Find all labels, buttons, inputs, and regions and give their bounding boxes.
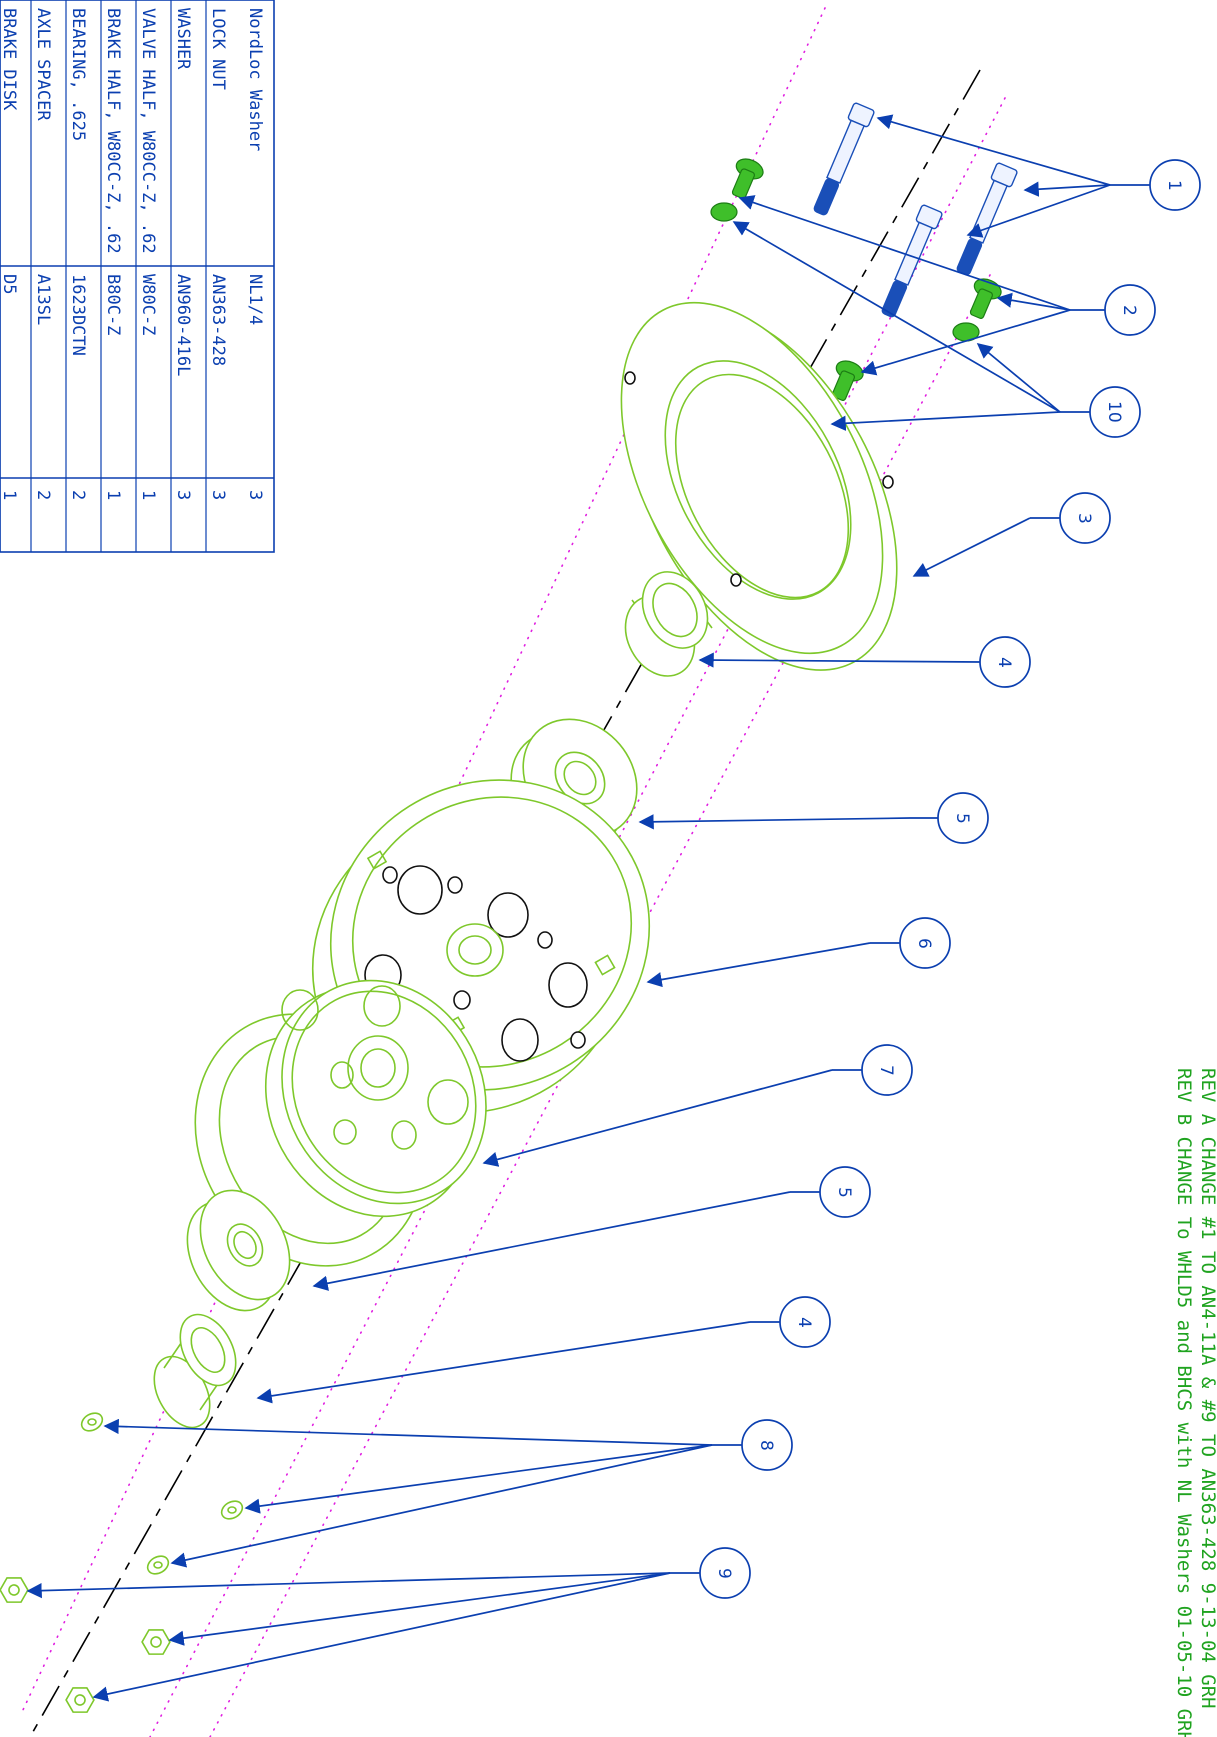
item-balloon-8: 8 <box>741 1419 793 1471</box>
bom-row-quantity: 1 <box>0 490 19 500</box>
lock-nut-part <box>0 1577 29 1603</box>
item-balloon-1: 1 <box>1149 159 1201 211</box>
leader-line <box>860 309 1071 376</box>
balloon-number: 6 <box>914 938 934 949</box>
revision-notes: REV A CHANGE #1 TO AN4-11A & #9 TO AN363… <box>1173 1068 1217 1737</box>
axle-spacer-part <box>624 571 713 677</box>
balloon-number: 8 <box>756 1440 776 1451</box>
bom-row-quantity: 1 <box>138 490 158 500</box>
item-balloon-2: 2 <box>1104 284 1156 336</box>
bom-row-part-number: B80C-Z <box>103 274 123 335</box>
leader-line <box>966 184 1111 238</box>
revision-b-note: REV B CHANGE To WHLD5 and BHCS with NL W… <box>1173 1068 1195 1737</box>
screw-part <box>831 360 864 401</box>
leader-line <box>26 1572 671 1599</box>
item-balloon-7: 7 <box>861 1044 913 1096</box>
leader-line <box>168 1572 671 1646</box>
balloon-number: 3 <box>1074 513 1094 524</box>
item-balloon-4: 4 <box>979 636 1031 688</box>
bom-row-description: WASHER <box>173 8 193 70</box>
bom-row-quantity: 3 <box>245 490 265 500</box>
leader-line <box>912 517 1031 577</box>
item-balloon-9: 9 <box>699 1547 751 1599</box>
item-balloon-4: 4 <box>779 1296 831 1348</box>
lock-nut-part <box>65 1687 95 1713</box>
bom-row-description: BEARING, .625 <box>68 8 88 141</box>
bom-row-description: BRAKE DISK <box>0 8 19 111</box>
leader-line <box>638 814 911 830</box>
brake-disk-part <box>620 301 898 671</box>
leader-line <box>698 652 981 668</box>
item-balloon-6: 6 <box>899 917 951 969</box>
balloon-number: 7 <box>876 1065 896 1076</box>
leader-line <box>170 1444 713 1568</box>
leader-line <box>103 1418 713 1446</box>
leader-line <box>92 1572 671 1702</box>
leader-line <box>312 1191 791 1291</box>
washer-part <box>710 202 738 222</box>
bom-row-quantity: 2 <box>68 490 88 500</box>
bearing-part <box>186 1189 291 1312</box>
item-balloon-5: 5 <box>819 1166 871 1218</box>
balloon-number: 5 <box>952 813 972 824</box>
bom-row-part-number: A13SL <box>33 274 53 325</box>
leader-lines <box>26 114 1150 1702</box>
item-balloon-3: 3 <box>1059 492 1111 544</box>
bom-row-quantity: 2 <box>33 490 53 500</box>
bom-row-part-number: NL1/4 <box>245 274 265 325</box>
item-balloon-10: 10 <box>1089 386 1141 438</box>
bom-row-part-number: AN960-416L <box>173 274 193 376</box>
bom-row-description: LOCK NUT <box>208 8 228 90</box>
bolt-part <box>956 162 1018 276</box>
bom-row-part-number: W80C-Z <box>138 274 158 335</box>
bom-row-quantity: 3 <box>173 490 193 500</box>
bolt-part <box>881 204 943 318</box>
bolt-part <box>813 102 875 216</box>
item-balloons: 1 2 10 3 4 5 6 7 <box>699 159 1201 1599</box>
leader-line <box>244 1444 713 1514</box>
leader-line <box>482 1069 833 1167</box>
bom-row-part-number: 1623DCTN <box>68 274 88 356</box>
bom-row-description: BRAKE HALF, W80CC-Z, .62 <box>103 8 123 254</box>
washer-part <box>80 1412 104 1432</box>
bom-border <box>0 0 275 553</box>
bom-row-part-number: AN363-428 <box>208 274 228 366</box>
bom-row-description: AXLE SPACER <box>33 8 53 121</box>
axle-spacer-part <box>153 1313 237 1429</box>
bom-row-description: NordLoc Washer <box>245 8 265 151</box>
balloon-number: 2 <box>1119 305 1139 316</box>
balloon-number: 10 <box>1104 401 1124 423</box>
brake-half-part <box>194 979 487 1267</box>
leader-line <box>1023 181 1111 197</box>
balloon-number: 4 <box>994 657 1014 668</box>
revision-a-note: REV A CHANGE #1 TO AN4-11A & #9 TO AN363… <box>1197 1068 1217 1709</box>
bom-row-quantity: 3 <box>208 490 228 500</box>
leader-line <box>646 942 871 988</box>
washer-part <box>146 1555 170 1575</box>
bom-row-description: VALVE HALF, W80CC-Z, .62 <box>138 8 158 254</box>
balloon-number: 4 <box>794 1317 814 1328</box>
washer-part <box>220 1500 244 1520</box>
balloon-number: 1 <box>1164 180 1184 191</box>
washer-group <box>80 1412 244 1575</box>
leader-line <box>996 292 1071 311</box>
lock-nut-group <box>0 1577 171 1713</box>
item-balloon-5: 5 <box>937 792 989 844</box>
leader-line <box>256 1321 751 1404</box>
screw-part <box>731 158 764 199</box>
leader-line <box>830 411 1061 431</box>
bom-row-part-number: D5 <box>0 274 19 294</box>
bom-row-quantity: 1 <box>103 490 123 500</box>
lock-nut-part <box>141 1629 171 1655</box>
balloon-number: 5 <box>834 1187 854 1198</box>
leader-line <box>732 221 1061 413</box>
leader-line <box>876 114 1111 186</box>
balloon-number: 9 <box>714 1568 734 1579</box>
leader-line <box>976 343 1061 413</box>
bill-of-materials-table: NordLoc Washer NL1/4 3 LOCK NUT AN363-42… <box>0 0 275 553</box>
leader-line <box>738 195 1071 311</box>
